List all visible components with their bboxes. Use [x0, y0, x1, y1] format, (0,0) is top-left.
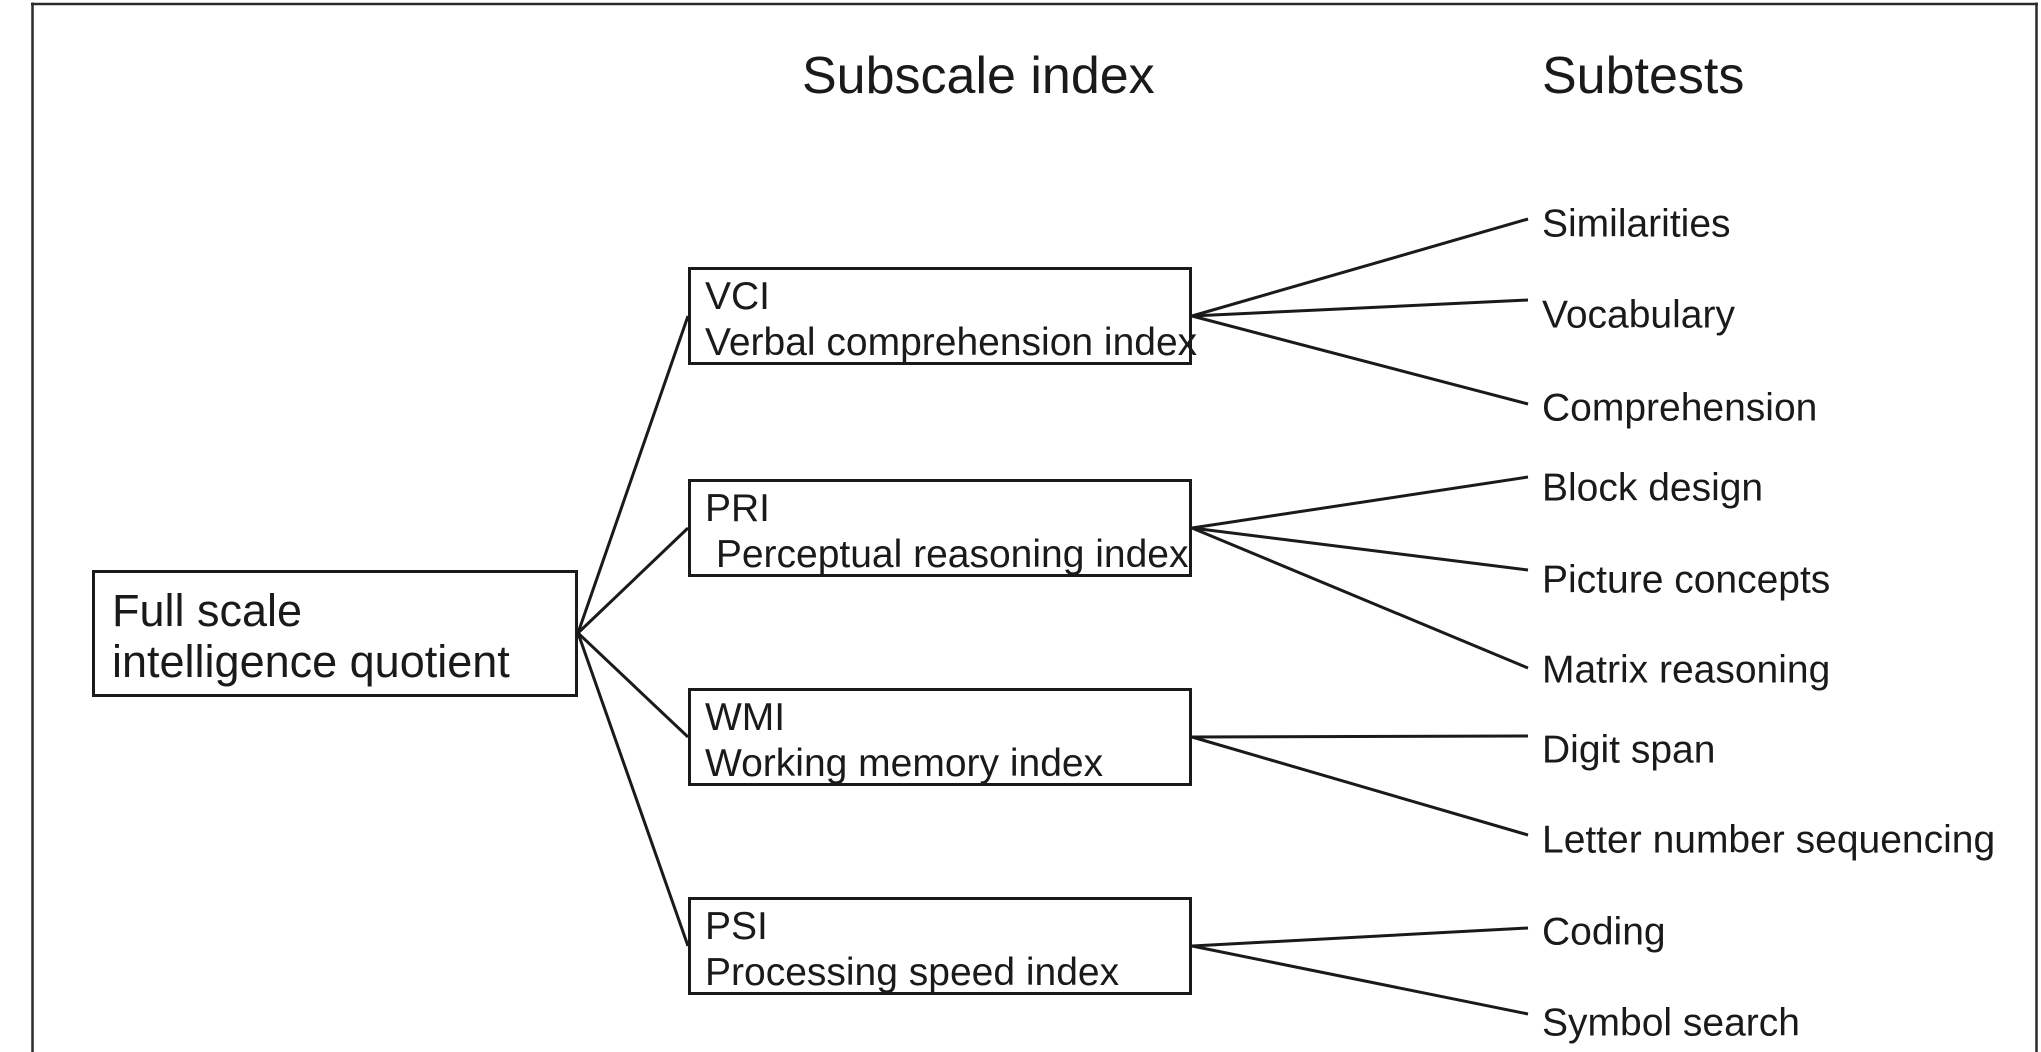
connector-line-wmi-digit-span [1191, 734, 1529, 739]
psi-name: Processing speed index [705, 951, 1120, 994]
fsiq-line1: Full scale [112, 585, 303, 636]
connector-line-pri-matrix-reasoning [1191, 526, 1529, 670]
connector-line-fsiq-psi [576, 632, 690, 947]
subtest-label-comprehension: Comprehension [1542, 386, 1818, 430]
vci-name: Verbal comprehension index [705, 321, 1198, 364]
connector-line-pri-picture-concepts [1191, 526, 1529, 572]
subtest-label-vocabulary: Vocabulary [1542, 293, 1735, 337]
connector-line-psi-coding [1191, 926, 1529, 948]
wmi-abbr: WMI [705, 696, 786, 739]
pri-name: Perceptual reasoning index [705, 533, 1189, 576]
connector-line-fsiq-vci [576, 315, 690, 634]
subtests-header: Subtests [1542, 47, 1745, 105]
pri-abbr: PRI [705, 487, 771, 530]
connector-line-vci-vocabulary [1191, 298, 1529, 318]
connector-line-pri-block-design [1191, 475, 1529, 530]
psi-box: PSI Processing speed index [688, 897, 1192, 995]
subtest-label-symbol-search: Symbol search [1542, 1001, 1800, 1045]
pri-box: PRI Perceptual reasoning index [688, 479, 1192, 577]
full-scale-iq-box: Full scale intelligence quotient [92, 570, 578, 697]
connector-line-vci-similarities [1191, 217, 1529, 318]
wmi-box: WMI Working memory index [688, 688, 1192, 786]
wmi-name: Working memory index [705, 742, 1104, 785]
vci-abbr: VCI [705, 275, 771, 318]
subtest-label-block-design: Block design [1542, 466, 1764, 510]
connector-line-psi-symbol-search [1191, 944, 1529, 1016]
fsiq-line2: intelligence quotient [112, 636, 510, 687]
subtest-label-matrix-reasoning: Matrix reasoning [1542, 648, 1831, 692]
connector-line-wmi-letter-number [1191, 735, 1529, 837]
subscale-index-header: Subscale index [802, 47, 1155, 105]
connector-line-vci-comprehension [1191, 314, 1529, 406]
subtest-label-letter-number-sequencing: Letter number sequencing [1542, 818, 1996, 862]
connector-line-fsiq-wmi [576, 631, 690, 739]
vci-box: VCI Verbal comprehension index [688, 267, 1198, 365]
subtest-label-similarities: Similarities [1542, 202, 1731, 246]
subtest-label-digit-span: Digit span [1542, 728, 1716, 772]
psi-abbr: PSI [705, 905, 768, 948]
connector-line-fsiq-pri [576, 526, 690, 635]
subtest-label-coding: Coding [1542, 910, 1666, 954]
subtest-label-picture-concepts: Picture concepts [1542, 558, 1831, 602]
